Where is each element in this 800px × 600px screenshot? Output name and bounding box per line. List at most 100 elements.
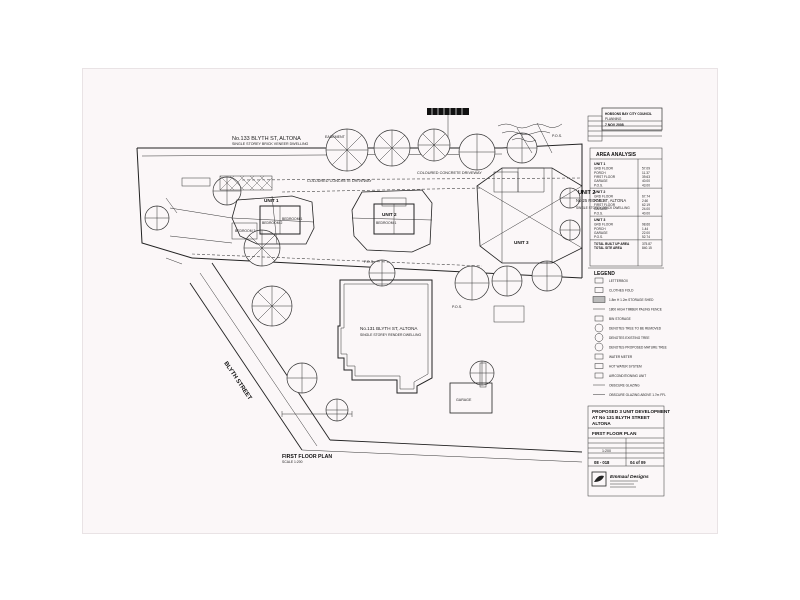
driveway: [169, 177, 583, 267]
trees-top: [144, 128, 538, 231]
legend-symbol: [594, 323, 604, 333]
legend-symbol: [594, 315, 604, 322]
pos-label-1: P.O.S.: [552, 134, 562, 138]
street-name: BLYTH STREET: [222, 361, 252, 402]
area-total-value: 375.87: [642, 242, 652, 246]
area-row-label: GARAGE: [594, 231, 608, 235]
easement-label: EASEMENT: [325, 135, 346, 139]
trees-right: [559, 187, 581, 241]
plan-title: FIRST FLOOR PLAN: [282, 454, 332, 460]
garage-shed: [449, 305, 525, 414]
area-row-value: 62.19: [642, 203, 650, 207]
legend-item-label: OBSCURE GLAZING: [609, 384, 640, 388]
area-row-label: FIRST FLOOR: [594, 175, 616, 179]
driveway-label-2: COLOURED CONCRETE DRIVEWAY: [417, 171, 482, 175]
area-unit-name: UNIT 3: [594, 218, 605, 222]
pos-label-2: P.O.S.: [364, 260, 374, 264]
pos-label-3: P.O.S.: [452, 305, 462, 309]
unit-1: [231, 195, 315, 245]
existing-house-note: SINGLE STOREY RENDER DWELLING: [360, 333, 421, 337]
existing-house-address: No.131 BLYTH ST, ALTONA: [360, 326, 418, 331]
area-total-value: 840.15: [642, 246, 652, 250]
unit-2-label: UNIT 2: [382, 212, 397, 217]
area-total-label: TOTAL BUILT UP AREA: [594, 242, 630, 246]
legend-symbol: [594, 372, 604, 379]
legend-symbol: [594, 333, 604, 342]
driveway-label-1: COLOURED CONCRETE DRIVEWAY: [307, 179, 372, 183]
area-row-value: 39.63: [642, 175, 650, 179]
unit-1-bedroom3-label: BEDROOM 3: [235, 229, 255, 233]
neighbour-right-unit: UNIT 2: [578, 190, 595, 196]
legend-symbol: [594, 342, 604, 352]
drawing-sheet: No.133 BLYTH ST, ALTONA SINGLE STOREY BR…: [82, 68, 718, 534]
legend-heading: LEGEND: [594, 271, 615, 277]
area-row-label: GRD FLOOR: [594, 167, 614, 171]
site-plan-drawing: No.133 BLYTH ST, ALTONA SINGLE STOREY BR…: [136, 107, 670, 497]
area-row-value: 40.00: [642, 211, 650, 215]
area-unit-name: UNIT 2: [594, 190, 605, 194]
legend-item-label: AIRCONDITIONING UNIT: [609, 374, 646, 378]
area-row-label: P.O.S.: [594, 235, 603, 239]
legend-item-label: DENOTES PROPOSED MATURE TREE: [609, 346, 667, 350]
unit-2: [351, 189, 433, 253]
legend: LEGEND LETTERBOX CLOTHES FOLD 1.8m H 1.2m …: [588, 267, 667, 397]
existing-house: [337, 279, 433, 394]
legend-item-label: 1800 HIGH TIMBER PALING FENCE: [609, 308, 662, 312]
area-row-label: GRD FLOOR: [594, 223, 614, 227]
legend-item-label: BIN STORAGE: [609, 317, 631, 321]
area-row-label: PORCH: [594, 227, 606, 231]
trees-bottom: [243, 229, 563, 422]
legend-symbol: [594, 287, 604, 293]
title-block: PROPOSED 3 UNIT DEVELOPMENT AT No 131 BL…: [587, 405, 670, 497]
area-row-label: GARAGE: [594, 207, 608, 211]
legend-symbol: [594, 277, 604, 284]
garage-label: GARAGE: [456, 398, 472, 402]
legend-item-label: WATER METER: [609, 355, 633, 359]
area-row-value: 11.37: [642, 171, 650, 175]
unit-2-bedroom-label: BEDROOM 1: [376, 221, 396, 225]
area-unit-name: UNIT 1: [594, 162, 605, 166]
legend-item-label: 1.8m H 1.2m STORAGE SHED: [609, 298, 654, 302]
project-suburb: ALTONA: [592, 421, 611, 426]
neighbour-top-address: No.133 BLYTH ST, ALTONA: [232, 136, 301, 142]
unit-3: [476, 167, 583, 264]
area-row-value: 67.74: [642, 195, 650, 199]
plan-scale: SCALE 1:200: [282, 460, 303, 464]
area-row-label: P.O.S.: [594, 211, 603, 215]
project-address: AT No 131 BLYTH STREET: [592, 415, 650, 420]
area-row-value: 52.74: [642, 235, 650, 239]
sheet-number: 04 of 09: [630, 460, 646, 465]
handwritten-annotation: [497, 123, 563, 142]
legend-item-label: CLOTHES FOLD: [609, 289, 634, 293]
area-analysis-heading: AREA ANALYSIS: [596, 152, 637, 158]
legend-item-label: HOT WATER SYSTEM: [609, 365, 642, 369]
legend-item-label: OBSCURE GLAZING ABOVE 1.7m FFL: [609, 393, 666, 397]
area-row-value: 1.44: [642, 227, 648, 231]
area-row-value: 98.66: [642, 223, 650, 227]
unit-1-bedroom-label: BEDROOM 2: [262, 221, 282, 225]
unit-3-label: UNIT 3: [514, 240, 529, 245]
company-name: Emmaul Designs: [610, 474, 649, 480]
neighbour-right-note: SINGLE STOREY BRICK DWELLING: [576, 206, 630, 210]
street-lines: [189, 262, 583, 463]
legend-item-label: LETTERBOX: [609, 279, 629, 283]
area-row-label: FIRST FLOOR: [594, 203, 616, 207]
company-logo: [591, 471, 607, 487]
council-stamp: HOBSONS BAY CITY COUNCIL PLANNING 7 NOV …: [601, 107, 663, 131]
fence-marker: [427, 108, 469, 138]
dimension-lines: [165, 122, 553, 417]
unit-1-bedroom1-label: BEDROOM 1: [282, 217, 302, 221]
stamp-line-3: 7 NOV 2008: [605, 123, 624, 127]
area-row-value: 24.00: [642, 207, 650, 211]
project-title: PROPOSED 3 UNIT DEVELOPMENT: [592, 409, 670, 414]
area-row-value: 2.60: [642, 199, 648, 203]
area-total-label: TOTAL SITE AREA: [594, 246, 623, 250]
area-row-label: PORCH: [594, 199, 606, 203]
area-row-label: P.O.S.: [594, 183, 603, 187]
area-row-value: 40.00: [642, 179, 650, 183]
legend-symbol: [594, 353, 604, 360]
stamp-line-1: HOBSONS BAY CITY COUNCIL: [605, 112, 652, 116]
area-row-value: 43.00: [642, 183, 650, 187]
area-row-label: GRD FLOOR: [594, 195, 614, 199]
